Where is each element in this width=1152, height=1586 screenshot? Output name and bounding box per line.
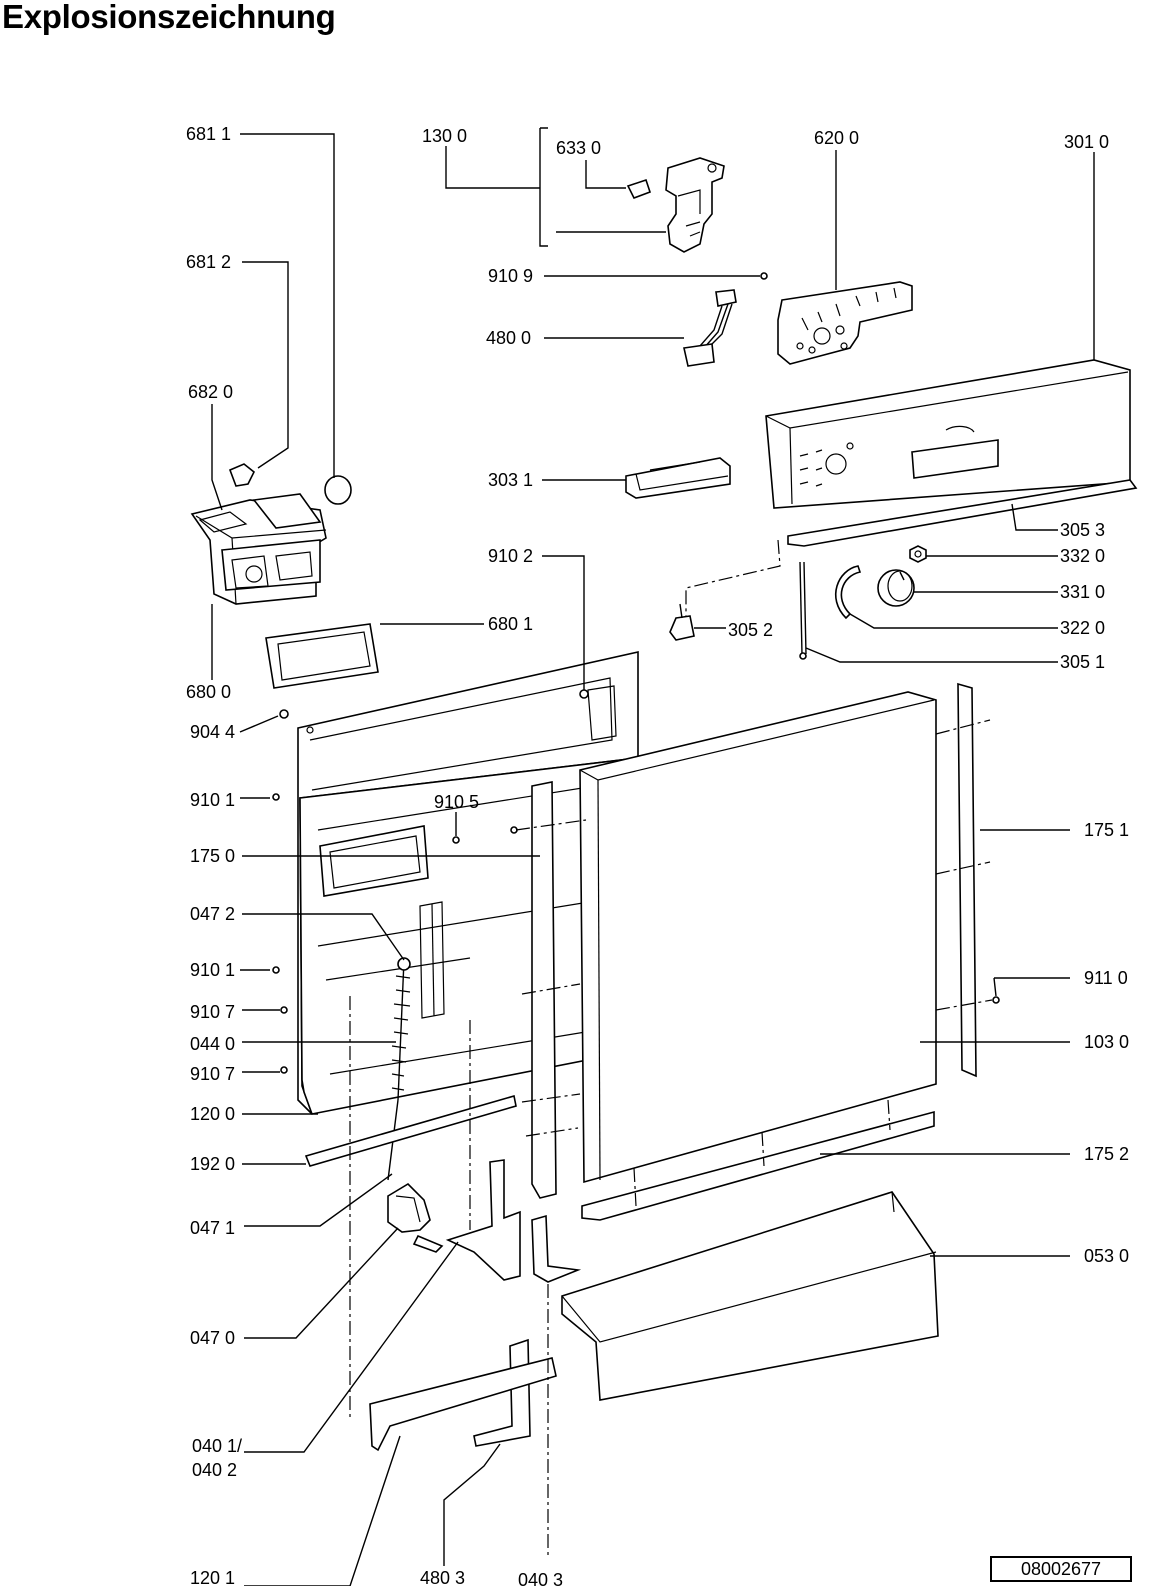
label-633-0: 633 0 xyxy=(556,138,601,158)
screw-910-9 xyxy=(760,272,768,280)
label-910-1-b: 910 1 xyxy=(190,960,235,980)
kick-plate xyxy=(561,1191,939,1401)
knob-ring xyxy=(834,565,862,620)
label-303-1: 303 1 xyxy=(488,470,533,490)
drawing-number: 08002677 xyxy=(990,1556,1132,1582)
label-053-0: 053 0 xyxy=(1084,1246,1129,1266)
hinge-hooks xyxy=(387,1182,444,1253)
screw-305-1 xyxy=(799,561,807,660)
label-910-2: 910 2 xyxy=(488,546,533,566)
label-040-2: 040 2 xyxy=(192,1460,237,1480)
display-module xyxy=(625,457,731,499)
label-175-2: 175 2 xyxy=(1084,1144,1129,1164)
label-192-0: 192 0 xyxy=(190,1154,235,1174)
right-side-trim xyxy=(957,682,977,1078)
label-301-0: 301 0 xyxy=(1064,132,1109,152)
small-knob xyxy=(909,545,927,563)
trim-strip-305-3 xyxy=(787,479,1138,547)
detergent-dispenser xyxy=(190,493,327,605)
label-910-9: 910 9 xyxy=(488,266,533,286)
alignment-lines xyxy=(349,539,993,1556)
label-040-3: 040 3 xyxy=(518,1570,563,1586)
label-120-0: 120 0 xyxy=(190,1104,235,1124)
label-911-0: 911 0 xyxy=(1084,968,1128,988)
cover-disk xyxy=(324,475,352,505)
lower-panel xyxy=(369,1357,557,1452)
label-332-0: 332 0 xyxy=(1060,546,1105,566)
control-board xyxy=(777,281,913,365)
dispenser-gasket xyxy=(265,623,379,689)
label-305-1: 305 1 xyxy=(1060,652,1105,672)
label-175-1: 175 1 xyxy=(1084,820,1129,840)
label-910-5: 910 5 xyxy=(434,792,479,812)
label-681-2: 681 2 xyxy=(186,252,231,272)
label-480-3: 480 3 xyxy=(420,1568,465,1586)
outer-door-panel xyxy=(579,691,937,1184)
clip-305-2 xyxy=(669,603,695,641)
leader-lines xyxy=(211,127,1095,1586)
label-175-0: 175 0 xyxy=(190,846,235,866)
label-680-1: 680 1 xyxy=(488,614,533,634)
label-047-1: 047 1 xyxy=(190,1218,235,1238)
label-047-0: 047 0 xyxy=(190,1328,235,1348)
program-knob xyxy=(877,569,915,607)
label-910-7-b: 910 7 xyxy=(190,1064,235,1084)
label-047-2: 047 2 xyxy=(190,904,235,924)
cable-harness xyxy=(683,289,737,367)
label-040-1: 040 1/ xyxy=(192,1436,242,1456)
small-lid xyxy=(228,463,256,487)
label-305-3: 305 3 xyxy=(1060,520,1105,540)
bottom-trim-175-2 xyxy=(581,1110,935,1221)
label-910-7-a: 910 7 xyxy=(190,1002,235,1022)
label-681-1: 681 1 xyxy=(186,124,231,144)
label-130-0: 130 0 xyxy=(422,126,467,146)
label-044-0: 044 0 xyxy=(190,1034,235,1054)
label-331-0: 331 0 xyxy=(1060,582,1105,602)
label-305-2: 305 2 xyxy=(728,620,773,640)
label-322-0: 322 0 xyxy=(1060,618,1105,638)
left-side-trim xyxy=(531,781,557,1199)
label-680-0: 680 0 xyxy=(186,682,231,702)
control-panel xyxy=(765,359,1131,509)
label-103-0: 103 0 xyxy=(1084,1032,1129,1052)
page-title: Explosionszeichnung xyxy=(2,0,336,35)
hinge-brackets xyxy=(445,1159,582,1283)
bottom-strip-192-0 xyxy=(304,1094,517,1167)
label-620-0: 620 0 xyxy=(814,128,859,148)
label-480-0: 480 0 xyxy=(486,328,531,348)
screws-door xyxy=(272,689,1000,1074)
label-910-1-a: 910 1 xyxy=(190,790,235,810)
label-120-1: 120 1 xyxy=(190,1568,235,1586)
part-labels: 681 1 130 0 633 0 620 0 301 0 681 2 910 … xyxy=(186,124,1129,1586)
screw-904-4 xyxy=(279,709,289,719)
label-904-4: 904 4 xyxy=(190,722,235,742)
label-682-0: 682 0 xyxy=(188,382,233,402)
door-lock-assembly xyxy=(626,157,725,253)
